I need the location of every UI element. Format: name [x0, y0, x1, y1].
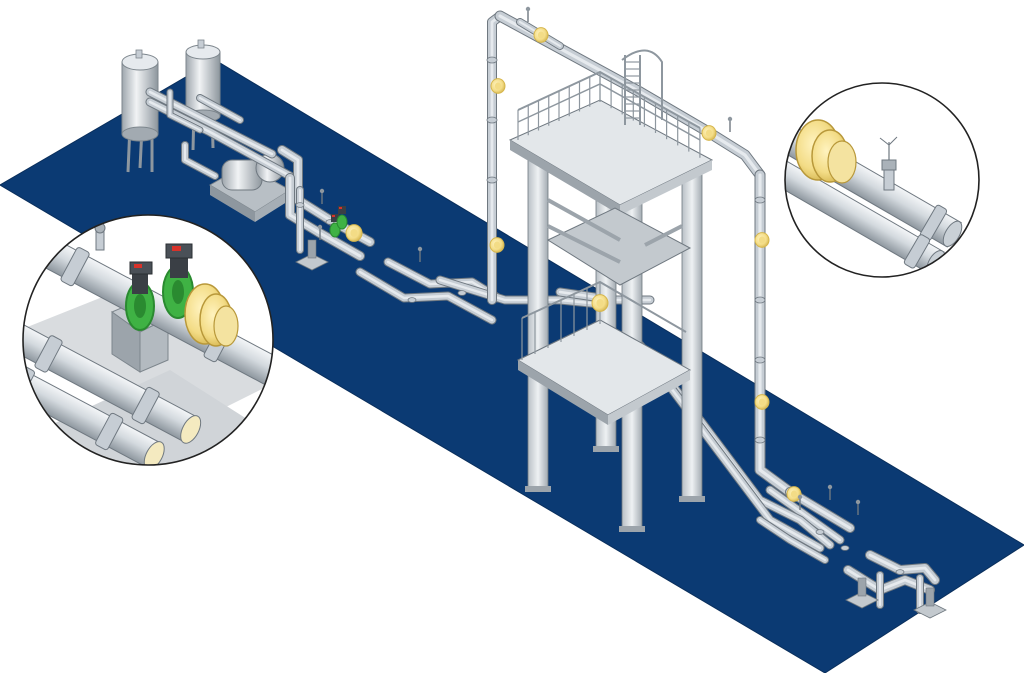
pipe-flange [754, 296, 766, 304]
tower-deck-upper-edge [510, 140, 620, 215]
pipe-clamp-icon [701, 125, 717, 141]
support-post [925, 587, 935, 607]
pipe-segment [196, 94, 244, 124]
pipe-flange [486, 56, 498, 64]
support-block [913, 601, 947, 619]
support-block [845, 591, 879, 609]
tower-deck-upper-edge [620, 160, 712, 215]
pipe-segment [355, 267, 497, 325]
pressure-sensor-icon [855, 499, 861, 515]
tower-deck-lower-edge [518, 360, 608, 425]
pressure-sensor-icon [417, 246, 423, 262]
pipe-clamp-icon [591, 294, 609, 312]
tower-column [527, 149, 549, 491]
butterfly-valve-icon [336, 206, 348, 230]
pressure-sensor-icon [827, 484, 833, 500]
pipe-clamp-icon [533, 27, 549, 43]
pressure-sensor-icon [727, 116, 733, 132]
pipe-flange [815, 529, 825, 535]
tower-foot [619, 526, 645, 532]
tower-brace [547, 224, 621, 264]
pipe-segment [754, 169, 796, 498]
pipe-segment [765, 485, 845, 545]
support-post [857, 577, 867, 597]
pipe-flange [840, 545, 850, 551]
pipe-flange [754, 356, 766, 364]
pipe-segment [865, 550, 940, 585]
pipe-clamp-icon [489, 237, 505, 253]
pipe-flange [895, 569, 905, 575]
tower-foot [679, 496, 705, 502]
butterfly-valve-icon [125, 261, 155, 331]
tower-foot [525, 486, 551, 492]
pipe-clamp-icon [795, 119, 857, 184]
tower-deck-lower-edge [608, 370, 690, 425]
storage-tank-icon [121, 49, 159, 173]
butterfly-valve-icon [329, 214, 341, 238]
pipe-flange [407, 297, 417, 303]
tower-deck-middle [546, 207, 692, 286]
tower-foot [593, 446, 619, 452]
pressure-sensor-icon [319, 188, 325, 204]
pipe-segment [181, 141, 219, 180]
pipe-clamp-icon [786, 486, 802, 502]
tower-column [681, 159, 703, 501]
pipe-clamp-icon [754, 394, 770, 410]
steel-tower-icon [508, 70, 714, 532]
pipe-clamp-icon [184, 283, 239, 347]
pipe-flange [457, 290, 467, 296]
pressure-sensor-icon [879, 136, 898, 191]
pipe-segment [166, 88, 204, 134]
pressure-sensor-icon [525, 6, 531, 22]
pipe-segment [756, 516, 829, 564]
callout-sensor-detail [784, 82, 980, 278]
pipe-flange [295, 202, 305, 208]
pipe-flange [754, 196, 766, 204]
support-block [295, 253, 329, 271]
callout-valve-detail [22, 214, 274, 466]
pipe-flange [486, 116, 498, 124]
pipe-clamp-icon [754, 232, 770, 248]
pressure-sensor-icon [317, 224, 323, 240]
support-post [307, 239, 317, 259]
tower-brace [644, 224, 683, 247]
pipe-flange [486, 176, 498, 184]
pipe-clamp-icon [490, 78, 506, 94]
tower-brace [547, 198, 621, 242]
pressure-sensor-icon [797, 494, 803, 510]
caged-ladder-icon [621, 49, 663, 125]
pipe-segment [645, 355, 825, 553]
pipe-clamp-icon [345, 224, 363, 242]
pipe-fittings [295, 6, 947, 619]
pipe-flange [754, 436, 766, 444]
